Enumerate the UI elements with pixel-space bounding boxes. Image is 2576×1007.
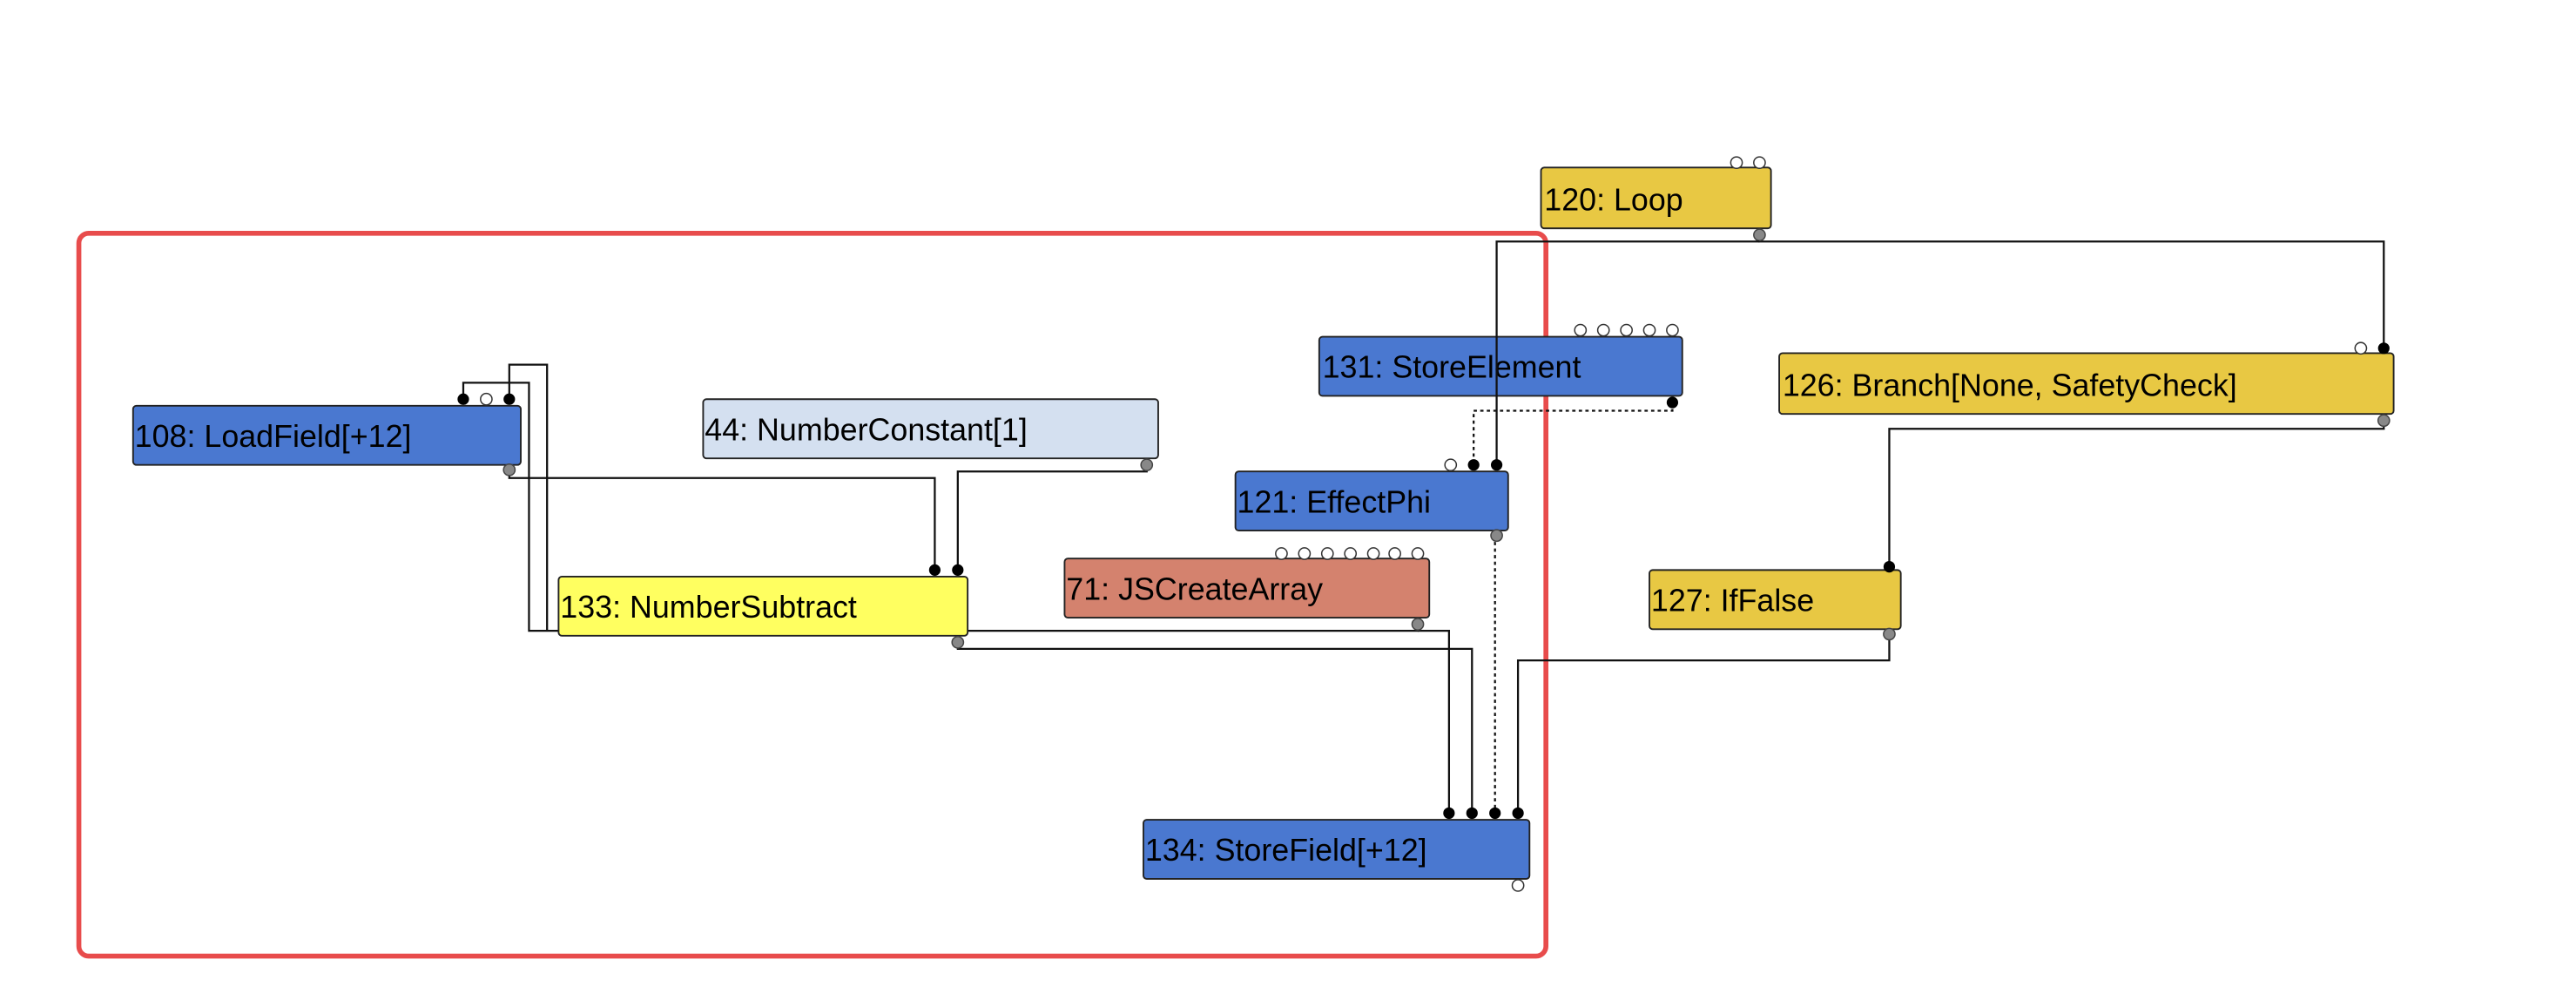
node-126-branch[interactable]: 126: Branch[None, SafetyCheck] [1778, 341, 2395, 428]
node-label: 133: NumberSubtract [560, 590, 857, 625]
node-120-loop[interactable]: 120: Loop [1540, 156, 1772, 242]
node-131-storeelement[interactable]: 131: StoreElement [1318, 323, 1683, 409]
node-label: 121: EffectPhi [1237, 484, 1431, 519]
edge-131-121[interactable] [1473, 402, 1674, 465]
edge-71-108-b[interactable] [508, 363, 549, 632]
node-label: 134: StoreField[+12] [1145, 833, 1427, 868]
node-71-jscreatearray[interactable]: 71: JSCreateArray [1063, 547, 1431, 631]
node-121-effectphi[interactable]: 121: EffectPhi [1234, 458, 1509, 543]
node-label: 71: JSCreateArray [1066, 571, 1323, 606]
edge-120-121[interactable] [1495, 240, 1760, 465]
node-label: 126: Branch[None, SafetyCheck] [1783, 368, 2237, 402]
node-127-iffalse[interactable]: 127: IfFalse [1649, 561, 1902, 641]
node-label: 120: Loop [1544, 182, 1682, 217]
node-label: 44: NumberConstant[1] [705, 412, 1028, 447]
edge-127-134[interactable] [1516, 633, 1891, 814]
node-108-loadfield[interactable]: 108: LoadField[+12] [131, 392, 522, 476]
edge-71-134[interactable] [1418, 630, 1451, 814]
edge-133-134[interactable] [956, 642, 1473, 814]
node-label: 108: LoadField[+12] [135, 419, 412, 454]
selection-rectangle [76, 230, 1549, 959]
node-label: 127: IfFalse [1651, 584, 1814, 618]
edge-44-133[interactable] [956, 464, 1148, 571]
edge-126-127[interactable] [1888, 420, 2385, 567]
node-134-storefield[interactable]: 134: StoreField[+12] [1143, 807, 1531, 892]
node-44-numberconstant[interactable]: 44: NumberConstant[1] [702, 398, 1159, 472]
edge-108-133[interactable] [508, 470, 936, 571]
edge-120-126[interactable] [1758, 234, 2385, 348]
node-label: 131: StoreElement [1323, 350, 1581, 385]
node-133-numbersubtract[interactable]: 133: NumberSubtract [557, 564, 969, 649]
edge-121-134[interactable] [1494, 535, 1498, 814]
